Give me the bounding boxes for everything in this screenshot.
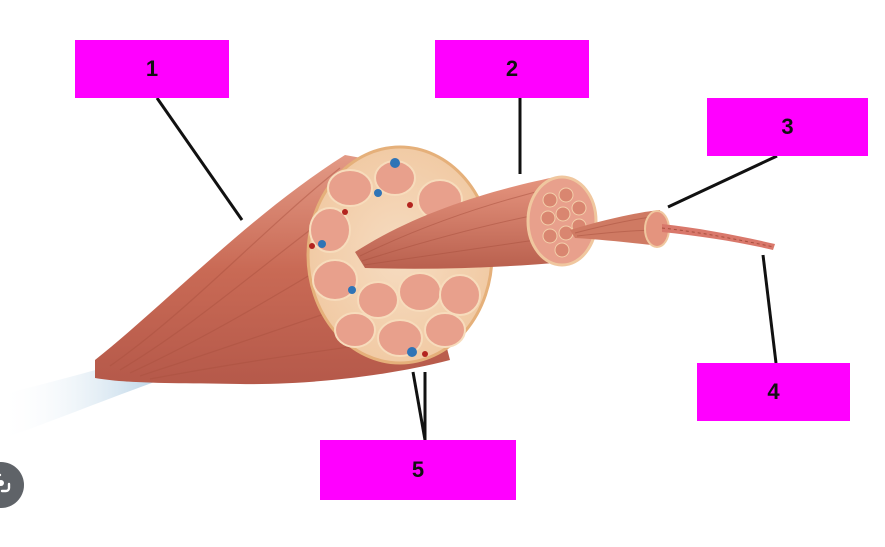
leader-line-3 xyxy=(667,154,778,209)
label-text-5: 5 xyxy=(411,457,425,482)
label-text-1: 1 xyxy=(145,56,159,81)
myofibril xyxy=(662,224,775,250)
leader-lines xyxy=(155,97,778,441)
fascicle xyxy=(355,176,565,269)
leader-line-1 xyxy=(155,97,244,221)
fascicle-fibers xyxy=(540,187,587,258)
lens-icon xyxy=(0,472,12,499)
label-box-3: 3 xyxy=(707,98,868,156)
label-box-1: 1 xyxy=(75,40,229,98)
label-box-2: 2 xyxy=(435,40,589,98)
label-text-4: 4 xyxy=(767,379,780,404)
label-box-5: 5 xyxy=(320,440,516,500)
leader-line-5a xyxy=(411,371,427,441)
leader-line-4 xyxy=(761,254,778,364)
label-text-3: 3 xyxy=(781,114,794,139)
label-text-2: 2 xyxy=(505,56,519,81)
blood-vessels xyxy=(309,158,458,357)
label-box-4: 4 xyxy=(697,363,850,421)
